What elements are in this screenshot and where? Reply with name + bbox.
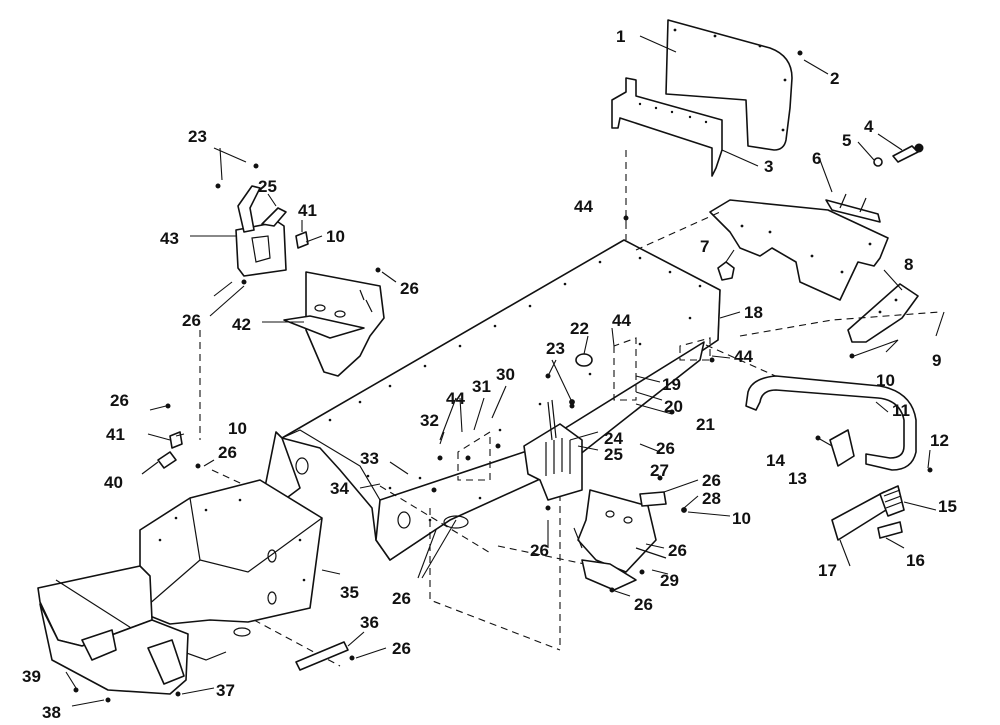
callout-44-top: 44 [574,197,593,216]
callout-21: 21 [696,415,715,434]
callout-30: 30 [496,365,515,384]
callout-26-lower-right: 26 [634,595,653,614]
callout-6: 6 [812,149,821,168]
callout-3: 3 [764,157,773,176]
callout-44-left: 44 [446,389,465,408]
part-36-strap [295,641,349,671]
part-27-clip [639,491,667,507]
callout-38: 38 [42,703,61,722]
callout-26-left-mid: 26 [218,443,237,462]
callout-20: 20 [664,397,683,416]
part-6-hinge-bar [825,193,881,223]
callout-12: 12 [930,431,949,450]
callout-26-bottom: 26 [392,639,411,658]
callout-42: 42 [232,315,251,334]
callout-26-bracket: 26 [702,471,721,490]
callout-1: 1 [616,27,625,46]
callout-33: 33 [360,449,379,468]
callout-26-upper-left: 26 [182,311,201,330]
callout-24: 24 [604,429,623,448]
callout-39: 39 [22,667,41,686]
callout-14: 14 [766,451,785,470]
part-7-nut [717,261,735,281]
part-4-bolt [892,143,924,163]
part-17-arm [831,491,887,541]
hardware-dots [73,215,855,703]
callout-26-lower-center: 26 [392,589,411,608]
callout-10-upper: 10 [326,227,345,246]
part-41-nut-lower [169,431,183,449]
callout-37: 37 [216,681,235,700]
fender-plate [709,199,889,301]
callout-10-right: 10 [876,371,895,390]
callout-43: 43 [160,229,179,248]
callout-36: 36 [360,613,379,632]
callout-19: 19 [662,375,681,394]
part-42-pedal-bracket [283,271,385,377]
part-24-lever-bracket [523,373,583,501]
callout-26-left-top: 26 [110,391,129,410]
callout-2: 2 [830,69,839,88]
callout-32: 32 [420,411,439,430]
part-12-screw [927,467,933,473]
callout-29: 29 [660,571,679,590]
part-43-bracket [215,163,287,277]
callout-7: 7 [700,237,709,256]
callout-labels: 1 2 3 4 5 6 7 8 9 10 10 10 10 11 12 13 1… [22,27,957,722]
callout-28: 28 [702,489,721,508]
callout-10-center: 10 [732,509,751,528]
part-11-loop-bar [745,375,917,471]
callout-41-lower: 41 [106,425,125,444]
callout-26-pedal: 26 [668,541,687,560]
callout-27: 27 [650,461,669,480]
part-40-clip [157,451,177,469]
callout-9: 9 [932,351,941,370]
part-8-bracket [847,283,919,343]
callout-13: 13 [788,469,807,488]
part-2-screw [797,50,803,56]
callout-41-upper: 41 [298,201,317,220]
callout-26-center-right: 26 [656,439,675,458]
part-41-nut-upper [295,231,309,249]
callout-23-center: 23 [546,339,565,358]
part-15-pad [879,485,905,517]
callout-35: 35 [340,583,359,602]
leader-lines [65,35,945,707]
callout-25-upper: 25 [258,177,277,196]
callout-11: 11 [892,401,910,420]
part-28-nut [681,507,687,513]
callout-25-center: 25 [604,445,623,464]
callout-10-left: 10 [228,419,247,438]
callout-26-bottom-mid: 26 [530,541,549,560]
callout-44-right: 44 [734,347,753,366]
part-22-grommet [575,353,593,367]
callout-44-center: 44 [612,311,631,330]
part-35-box [37,479,323,695]
callout-23-upper: 23 [188,127,207,146]
callout-34: 34 [330,479,349,498]
part-16-strip [877,521,903,539]
callout-17: 17 [818,561,837,580]
callout-22: 22 [570,319,589,338]
callout-31: 31 [472,377,491,396]
part-13-bracket [815,429,855,467]
callout-40: 40 [104,473,123,492]
part-1-panel [665,19,793,151]
callout-16: 16 [906,551,925,570]
callout-15: 15 [938,497,957,516]
callout-5: 5 [842,131,851,150]
callout-26-upper-right: 26 [400,279,419,298]
part-5-washer [873,157,883,167]
part-29-pedal-bracket [577,489,667,591]
callout-4: 4 [864,117,874,136]
callout-18: 18 [744,303,763,322]
part-3-bracket [611,77,723,177]
callout-8: 8 [904,255,913,274]
